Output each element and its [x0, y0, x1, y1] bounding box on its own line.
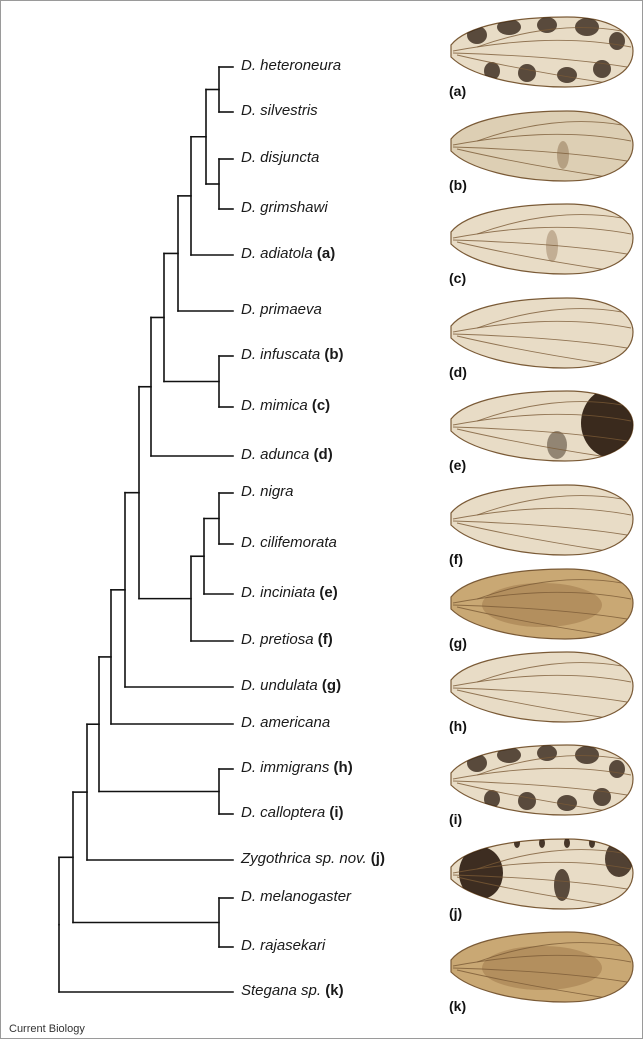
taxon-wing-letter: (h) — [334, 759, 353, 776]
wing-letter-label: (h) — [449, 718, 467, 734]
journal-credit: Current Biology — [9, 1023, 85, 1035]
wing-image — [447, 11, 637, 98]
taxon-label: D. cilifemorata — [241, 534, 337, 552]
taxon-label: D. inciniata (e) — [241, 584, 338, 602]
taxon-label: D. rajasekari — [241, 937, 325, 955]
wing-image — [447, 479, 637, 566]
taxon-name: D. pretiosa — [241, 631, 314, 648]
wing-image — [447, 105, 637, 192]
wing-image — [447, 198, 637, 285]
taxon-wing-letter: (a) — [317, 245, 335, 262]
taxon-name: Zygothrica sp. nov. — [241, 850, 367, 867]
taxon-label: D. nigra — [241, 483, 294, 501]
taxon-label: D. primaeva — [241, 301, 322, 319]
taxon-label: Zygothrica sp. nov. (j) — [241, 850, 385, 868]
wing-image — [447, 646, 637, 733]
taxon-wing-letter: (d) — [314, 446, 333, 463]
wing-image — [447, 385, 637, 472]
wing-letter-label: (b) — [449, 177, 467, 193]
wing-letter-label: (j) — [449, 905, 462, 921]
taxon-wing-letter: (c) — [312, 397, 330, 414]
taxon-name: D. calloptera — [241, 804, 325, 821]
taxon-label: D. undulata (g) — [241, 677, 341, 695]
wing-letter-label: (d) — [449, 364, 467, 380]
taxon-wing-letter: (k) — [325, 982, 343, 999]
taxon-name: D. grimshawi — [241, 199, 328, 216]
wing-image — [447, 292, 637, 379]
taxon-name: D. americana — [241, 714, 330, 731]
taxon-wing-letter: (b) — [324, 346, 343, 363]
wing-image — [447, 926, 637, 1013]
taxon-label: D. heteroneura — [241, 57, 341, 75]
taxon-label: Stegana sp. (k) — [241, 982, 344, 1000]
wing-letter-label: (e) — [449, 457, 466, 473]
wing-letter-label: (i) — [449, 811, 462, 827]
taxon-name: D. disjuncta — [241, 149, 319, 166]
taxon-name: D. melanogaster — [241, 888, 351, 905]
taxon-label: D. silvestris — [241, 102, 318, 120]
taxon-label: D. pretiosa (f) — [241, 631, 333, 649]
taxon-name: D. primaeva — [241, 301, 322, 318]
taxon-wing-letter: (g) — [322, 677, 341, 694]
wing-image — [447, 833, 637, 920]
taxon-label: D. grimshawi — [241, 199, 328, 217]
wing-letter-label: (a) — [449, 83, 466, 99]
taxon-label: D. americana — [241, 714, 330, 732]
taxon-wing-letter: (i) — [329, 804, 343, 821]
taxon-name: D. adunca — [241, 446, 309, 463]
wing-letter-label: (k) — [449, 998, 466, 1014]
wing-image — [447, 563, 637, 650]
wing-image — [447, 739, 637, 826]
taxon-wing-letter: (j) — [371, 850, 385, 867]
wing-letter-label: (c) — [449, 270, 466, 286]
taxon-name: D. cilifemorata — [241, 534, 337, 551]
taxon-name: D. heteroneura — [241, 57, 341, 74]
taxon-name: Stegana sp. — [241, 982, 321, 999]
taxon-label: D. melanogaster — [241, 888, 351, 906]
taxon-label: D. adiatola (a) — [241, 245, 335, 263]
taxon-label: D. mimica (c) — [241, 397, 330, 415]
taxon-name: D. adiatola — [241, 245, 313, 262]
taxon-label: D. adunca (d) — [241, 446, 333, 464]
taxon-label: D. calloptera (i) — [241, 804, 344, 822]
taxon-label: D. infuscata (b) — [241, 346, 344, 364]
taxon-name: D. inciniata — [241, 584, 315, 601]
taxon-wing-letter: (f) — [318, 631, 333, 648]
taxon-name: D. infuscata — [241, 346, 320, 363]
taxon-label: D. immigrans (h) — [241, 759, 353, 777]
taxon-name: D. silvestris — [241, 102, 318, 119]
taxon-name: D. immigrans — [241, 759, 329, 776]
taxon-name: D. nigra — [241, 483, 294, 500]
taxon-name: D. mimica — [241, 397, 308, 414]
taxon-name: D. undulata — [241, 677, 318, 694]
taxon-name: D. rajasekari — [241, 937, 325, 954]
taxon-label: D. disjuncta — [241, 149, 319, 167]
taxon-wing-letter: (e) — [319, 584, 337, 601]
